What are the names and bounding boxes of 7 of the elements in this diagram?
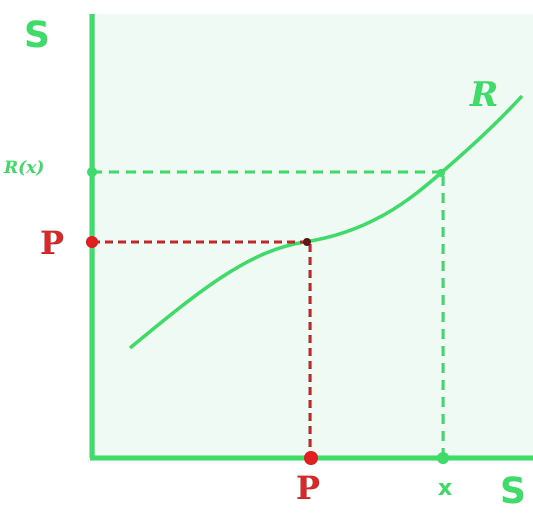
curve-label: R [470, 78, 498, 112]
point-label: P [296, 472, 320, 504]
axis-label: S [24, 18, 50, 54]
value-label: R(x) [4, 160, 44, 177]
point-label: P [40, 227, 64, 259]
axis-label: S [500, 474, 526, 510]
value-label: x [438, 478, 452, 500]
